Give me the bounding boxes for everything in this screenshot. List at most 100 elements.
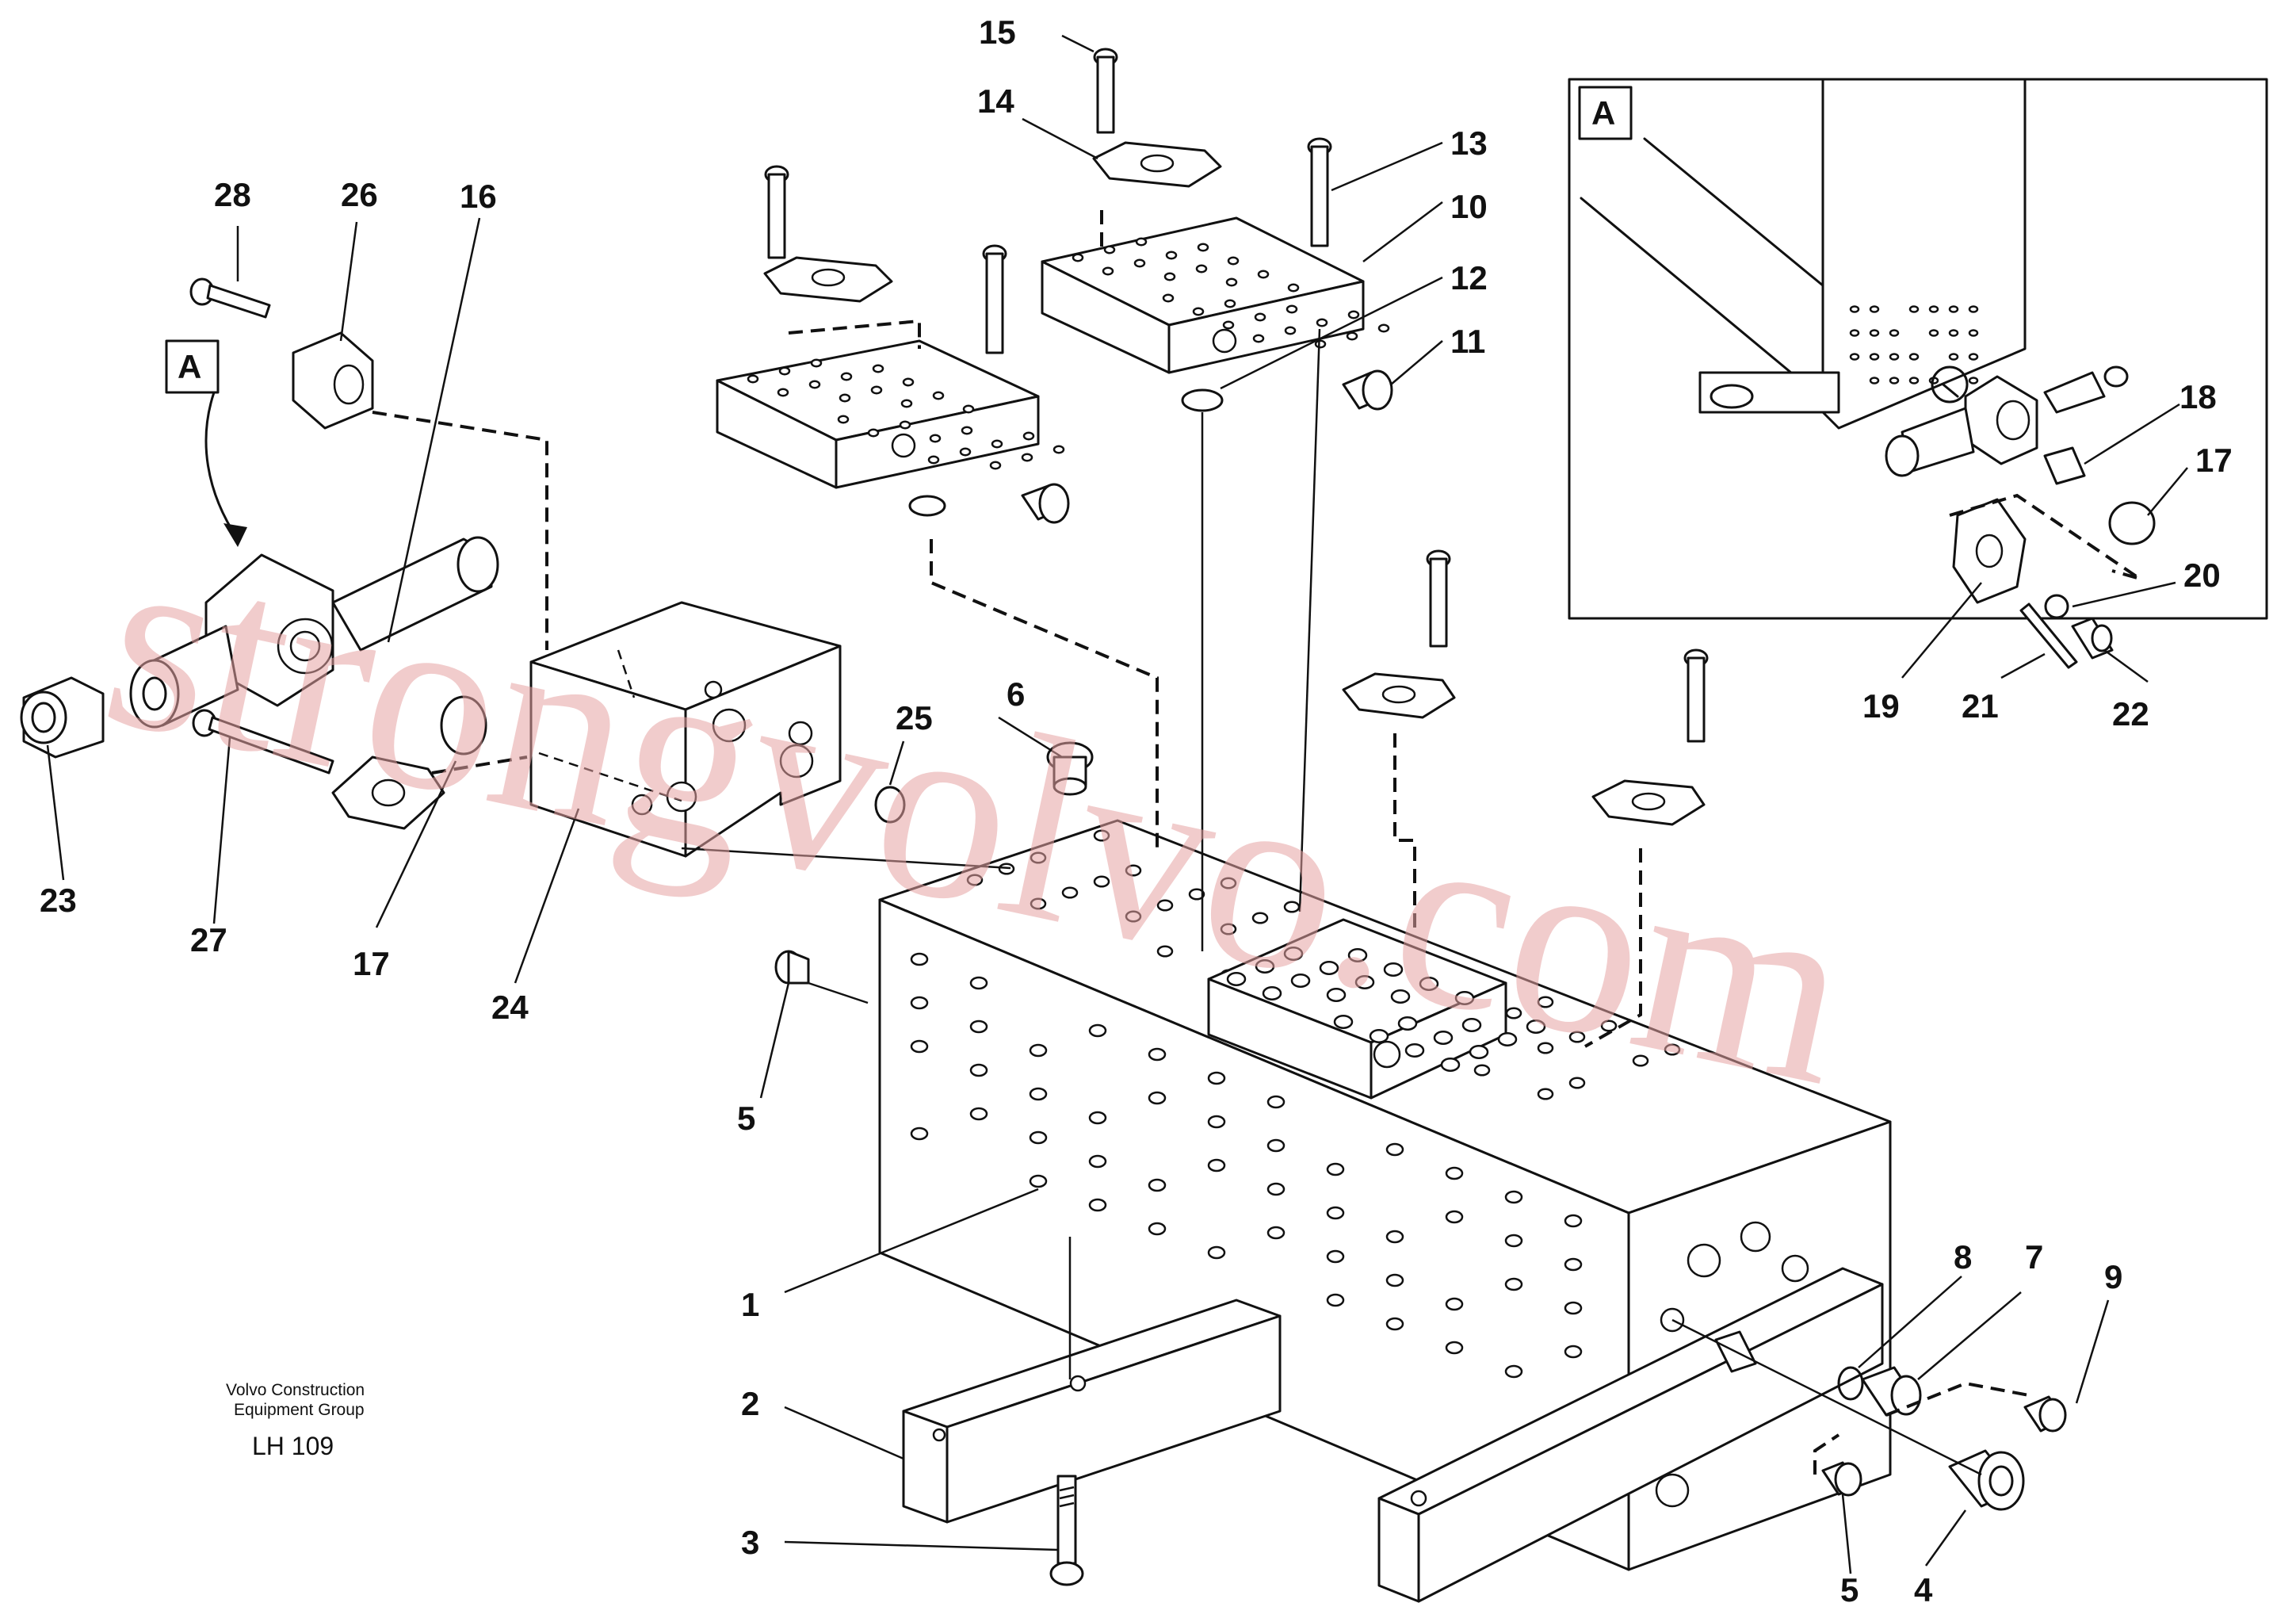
assembly-guides [372,210,2030,1476]
port-hole [966,874,984,886]
bolt-27 [192,709,334,775]
port-hole [1404,1043,1425,1058]
plug-5-right [1821,1461,1862,1497]
port-hole [810,358,823,368]
port-hole [1928,305,1939,313]
port-hole [962,404,975,414]
port-hole [1252,334,1265,343]
port-hole [1165,251,1178,260]
port-hole [1454,991,1475,1005]
bolt-3 [1049,1475,1084,1586]
port-hole [1504,1190,1523,1204]
callout-14: 14 [977,82,1014,120]
port-hole [1093,875,1110,888]
sheet-id: LH 109 [252,1432,334,1460]
port-hole [1889,329,1900,337]
port-hole [1224,299,1236,308]
port-hole [1968,305,1979,313]
nipple-23 [20,676,105,759]
leader-lines [46,34,2188,1574]
callout-7: 7 [2025,1238,2043,1276]
port-hole [1088,1023,1107,1038]
callout-8: 8 [1954,1238,1972,1276]
o-ring-left-cover [908,495,946,517]
callout-3: 3 [741,1524,759,1561]
port-hole [1197,243,1209,252]
port-hole [1029,1174,1048,1188]
port-hole [1163,272,1176,281]
port-hole [1029,1043,1048,1058]
callout-10: 10 [1450,188,1488,225]
sub-block [1207,918,1546,1100]
port-hole [1385,1230,1404,1244]
plug-left-cover [1021,483,1070,524]
port-hole [969,1063,988,1077]
port-hole [1319,961,1339,975]
port-hole [1326,1249,1345,1264]
port-hole [1226,972,1247,986]
port-hole [1148,1091,1167,1105]
port-hole [1326,1206,1345,1220]
port-hole [1102,266,1114,276]
port-hole [808,380,821,389]
o-ring-12 [1181,388,1224,412]
caption-line-2: Equipment Group [234,1401,365,1419]
port-hole [1948,353,1959,361]
port-hole [1869,377,1880,384]
port-hole [1251,912,1269,924]
port-hole [1088,1198,1107,1212]
callout-labels: 15 14 13 10 12 11 28 26 16 6 25 5 1 2 3 … [40,13,2233,1609]
port-hole [1290,974,1311,988]
callout-5-right: 5 [1840,1571,1859,1609]
port-hole [1262,986,1282,1000]
port-hole [1162,293,1175,303]
port-hole [1022,431,1035,441]
port-hole [1385,1317,1404,1331]
port-hole [1664,1043,1681,1056]
caption-line-1: Volvo Construction [226,1381,365,1399]
port-hole [1284,326,1297,335]
port-hole [1419,977,1439,991]
callout-17-right: 17 [2195,442,2233,479]
callout-2: 2 [741,1385,759,1422]
port-hole [1385,1142,1404,1157]
port-hole [1148,1178,1167,1192]
port-hole [1333,1015,1354,1029]
view-a-marker [165,339,247,547]
callout-19: 19 [1862,687,1900,725]
port-hole [1889,353,1900,361]
port-hole [1889,377,1900,384]
bolt-28 [189,277,271,319]
port-hole [1504,1364,1523,1379]
callout-18: 18 [2179,378,2217,415]
o-ring-17 [440,695,487,756]
port-hole [969,1107,988,1121]
port-hole [1383,962,1404,977]
port-hole [902,377,915,387]
port-hole [1445,1341,1464,1355]
port-hole [1326,1162,1345,1176]
port-hole [1103,245,1116,254]
plug-6 [1046,741,1094,796]
callout-22: 22 [2112,695,2149,733]
split-flange-14 [1092,141,1222,188]
callout-20: 20 [2183,557,2221,594]
plug-9 [2023,1395,2067,1433]
callout-28: 28 [214,176,251,213]
port-hole [1207,1115,1226,1129]
port-hole [910,996,929,1010]
port-hole [1968,377,1979,384]
port-hole [1445,1166,1464,1180]
port-hole [1968,353,1979,361]
port-hole [998,863,1015,875]
port-hole [929,434,942,443]
port-hole [1849,353,1860,361]
callout-6: 6 [1007,675,1025,713]
port-hole [1526,1019,1546,1034]
port-hole [1908,353,1920,361]
port-hole [1326,988,1347,1002]
bolt-15 [1093,48,1118,134]
port-hole [1928,329,1939,337]
port-hole [1849,305,1860,313]
port-hole [1222,320,1235,330]
